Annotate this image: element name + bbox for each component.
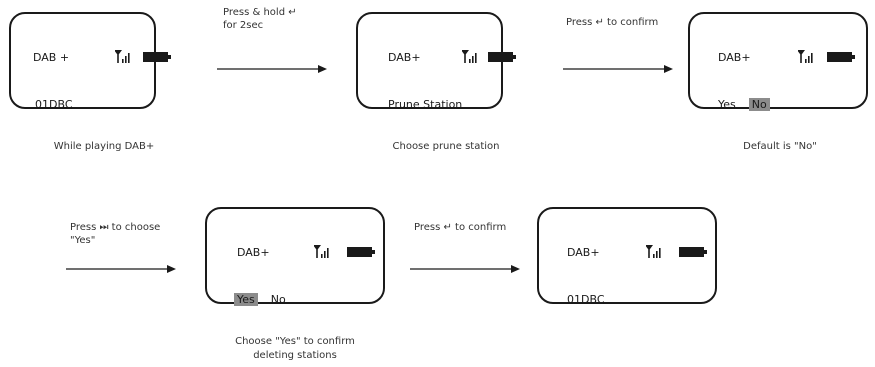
arrow-right-icon bbox=[66, 265, 176, 273]
caption-choose-yes: Choose "Yes" to confirm deleting station… bbox=[235, 336, 355, 361]
screen-title: DAB+ bbox=[567, 246, 600, 259]
antenna-signal-icon bbox=[314, 245, 329, 258]
screen-title: DAB + bbox=[33, 51, 70, 64]
antenna-signal-icon bbox=[798, 50, 813, 63]
battery-full-icon bbox=[488, 52, 516, 62]
instruction-press-next: Press ⏭ to choose "Yes" bbox=[70, 222, 161, 246]
screen-options: Yes No bbox=[718, 98, 770, 111]
instruction-press-confirm: Press ↵ to confirm bbox=[566, 17, 659, 28]
screen-title: DAB+ bbox=[388, 51, 421, 64]
screen-station: 01DBC bbox=[567, 293, 605, 306]
arrow-right-icon bbox=[217, 65, 327, 73]
antenna-signal-icon bbox=[115, 50, 130, 63]
lcd-screen-playing: DAB + 01DBC bbox=[9, 12, 171, 111]
antenna-signal-icon bbox=[462, 50, 477, 63]
instruction-press-hold: Press & hold ↵ for 2sec bbox=[223, 7, 297, 31]
instruction-press-confirm: Press ↵ to confirm bbox=[414, 222, 507, 233]
caption-choose-prune: Choose prune station bbox=[392, 141, 500, 152]
lcd-screen-after-prune: DAB+ 01DBC bbox=[537, 207, 717, 306]
screen-menu-item: Prune Station bbox=[388, 98, 463, 111]
option-no-selected: No bbox=[748, 98, 770, 111]
lcd-screen-default-no: DAB+ Yes No bbox=[688, 12, 868, 111]
antenna-signal-icon bbox=[646, 245, 661, 258]
screen-station: 01DBC bbox=[35, 98, 73, 111]
battery-full-icon bbox=[679, 247, 707, 257]
battery-full-icon bbox=[347, 247, 375, 257]
arrow-right-icon bbox=[563, 65, 673, 73]
battery-full-icon bbox=[827, 52, 855, 62]
battery-full-icon bbox=[143, 52, 171, 62]
screen-options: Yes No bbox=[234, 293, 289, 306]
option-no: No bbox=[270, 293, 286, 306]
option-yes: Yes bbox=[718, 98, 736, 111]
caption-playing: While playing DAB+ bbox=[53, 141, 155, 152]
option-yes-selected: Yes bbox=[234, 293, 258, 306]
lcd-screen-prune: DAB+ Prune Station bbox=[356, 12, 516, 111]
arrow-right-icon bbox=[410, 265, 520, 273]
lcd-screen-yes-selected: DAB+ Yes No bbox=[205, 207, 385, 306]
caption-default-no: Default is "No" bbox=[743, 141, 817, 152]
screen-title: DAB+ bbox=[718, 51, 751, 64]
screen-title: DAB+ bbox=[237, 246, 270, 259]
